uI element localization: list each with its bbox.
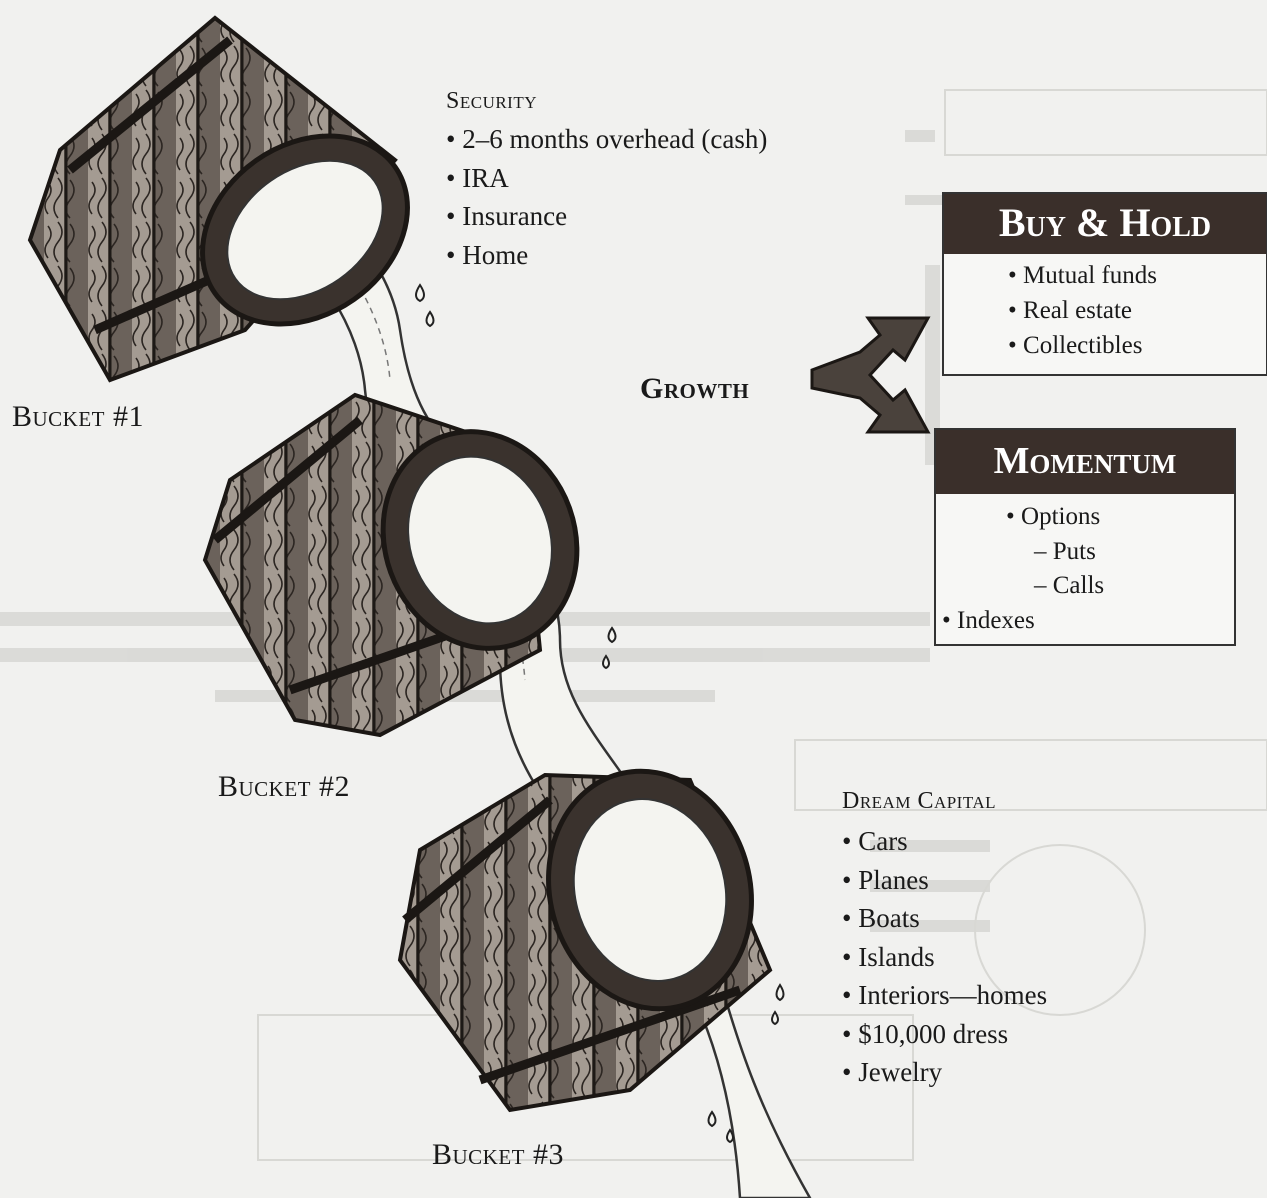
momentum-box: Momentum Options Puts Calls Indexes <box>934 428 1236 646</box>
list-item: IRA <box>446 159 767 198</box>
list-item: Boats <box>842 899 1047 938</box>
bucket-1-label: Bucket #1 <box>12 400 144 434</box>
momentum-list: Options Puts Calls Indexes <box>936 494 1234 638</box>
buy-hold-box: Buy & Hold Mutual funds Real estate Coll… <box>942 192 1267 376</box>
momentum-title: Momentum <box>936 430 1234 494</box>
bucket-3-label: Bucket #3 <box>432 1138 564 1172</box>
dream-capital-title: Dream Capital <box>842 788 996 815</box>
list-item: $10,000 dress <box>842 1015 1047 1054</box>
list-item: Indexes <box>942 604 1234 639</box>
growth-split-arrow-icon <box>812 318 928 432</box>
growth-label: Growth <box>640 372 749 406</box>
list-item: Insurance <box>446 197 767 236</box>
list-item: Cars <box>842 822 1047 861</box>
list-item: Real estate <box>1008 293 1266 328</box>
dream-capital-list: Cars Planes Boats Islands Interiors—home… <box>842 822 1047 1092</box>
list-item: Puts <box>1006 535 1234 570</box>
buy-hold-list: Mutual funds Real estate Collectibles <box>944 254 1266 363</box>
list-item: 2–6 months overhead (cash) <box>446 120 767 159</box>
list-item: Interiors—homes <box>842 976 1047 1015</box>
list-item: Jewelry <box>842 1053 1047 1092</box>
list-item: Home <box>446 236 767 275</box>
list-item: Options <box>1006 500 1234 535</box>
bucket-2-label: Bucket #2 <box>218 770 350 804</box>
security-list: 2–6 months overhead (cash) IRA Insurance… <box>446 120 767 274</box>
list-item: Planes <box>842 861 1047 900</box>
list-item: Islands <box>842 938 1047 977</box>
buy-hold-title: Buy & Hold <box>944 194 1266 254</box>
list-item: Collectibles <box>1008 328 1266 363</box>
security-title: Security <box>446 88 537 115</box>
list-item: Calls <box>1006 569 1234 604</box>
list-item: Mutual funds <box>1008 258 1266 293</box>
